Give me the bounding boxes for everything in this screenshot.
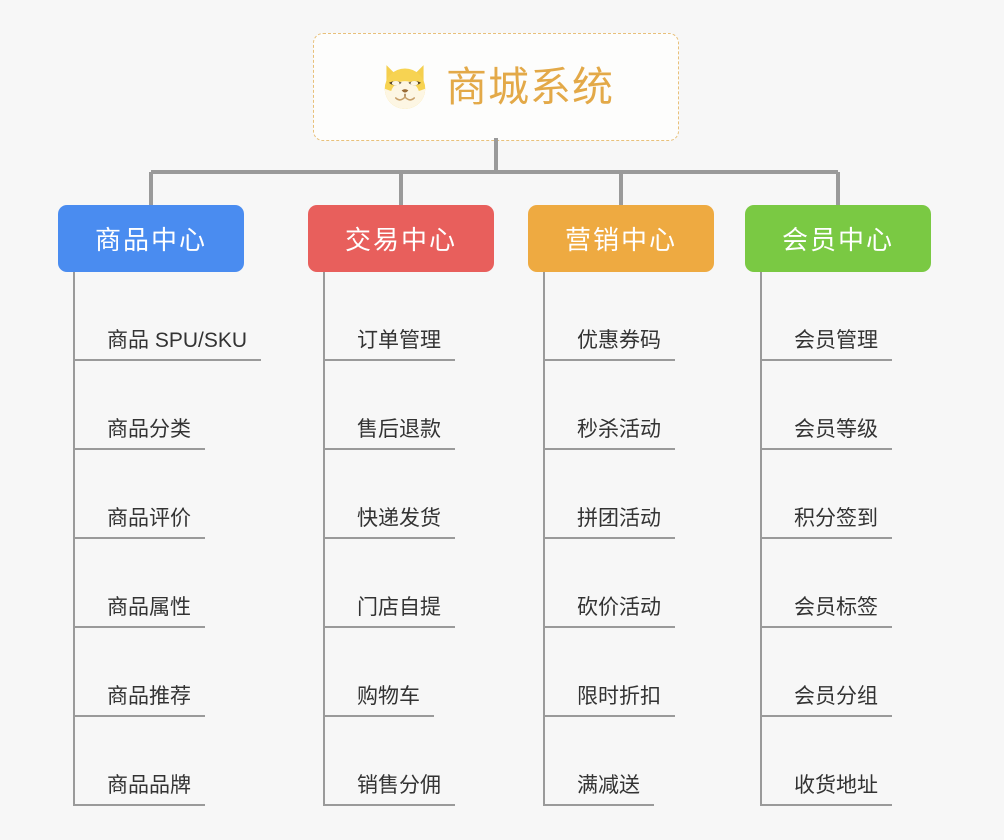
list-item[interactable]: 售后退款: [325, 361, 494, 450]
list-item[interactable]: 拼团活动: [545, 450, 714, 539]
leaf-label: 商品属性: [75, 595, 205, 628]
leaf-label: 购物车: [325, 684, 434, 717]
leaf-label: 商品 SPU/SKU: [75, 328, 262, 361]
list-item[interactable]: 会员标签: [762, 539, 931, 628]
leaf-label: 会员等级: [762, 417, 892, 450]
list-item[interactable]: 会员等级: [762, 361, 931, 450]
category-box-2[interactable]: 营销中心: [528, 205, 714, 272]
leaf-label: 积分签到: [762, 506, 892, 539]
leaf-label: 快递发货: [325, 506, 455, 539]
leaf-label: 优惠券码: [545, 328, 675, 361]
list-item[interactable]: 会员分组: [762, 628, 931, 717]
leaf-list-1: 订单管理 售后退款 快递发货 门店自提 购物车 销售分佣: [323, 272, 494, 806]
list-item[interactable]: 销售分佣: [325, 717, 494, 806]
list-item[interactable]: 商品品牌: [75, 717, 244, 806]
leaf-label: 会员分组: [762, 684, 892, 717]
category-column-1: 交易中心 订单管理 售后退款 快递发货 门店自提 购物车 销售分佣: [308, 205, 494, 806]
leaf-label: 商品推荐: [75, 684, 205, 717]
root-to-category-connector: [149, 138, 840, 208]
list-item[interactable]: 购物车: [325, 628, 494, 717]
list-item[interactable]: 积分签到: [762, 450, 931, 539]
shiba-dog-face-icon: [384, 65, 426, 109]
list-item[interactable]: 商品推荐: [75, 628, 244, 717]
list-item[interactable]: 快递发货: [325, 450, 494, 539]
leaf-label: 砍价活动: [545, 595, 675, 628]
leaf-list-3: 会员管理 会员等级 积分签到 会员标签 会员分组 收货地址: [760, 272, 931, 806]
list-item[interactable]: 会员管理: [762, 272, 931, 361]
list-item[interactable]: 商品评价: [75, 450, 244, 539]
list-item[interactable]: 限时折扣: [545, 628, 714, 717]
category-column-2: 营销中心 优惠券码 秒杀活动 拼团活动 砍价活动 限时折扣 满减送: [528, 205, 714, 806]
leaf-label: 拼团活动: [545, 506, 675, 539]
category-box-1[interactable]: 交易中心: [308, 205, 494, 272]
list-item[interactable]: 满减送: [545, 717, 714, 806]
leaf-label: 门店自提: [325, 595, 455, 628]
leaf-label: 秒杀活动: [545, 417, 675, 450]
list-item[interactable]: 优惠券码: [545, 272, 714, 361]
list-item[interactable]: 订单管理: [325, 272, 494, 361]
list-item[interactable]: 门店自提: [325, 539, 494, 628]
leaf-label: 销售分佣: [325, 773, 455, 806]
category-box-0[interactable]: 商品中心: [58, 205, 244, 272]
leaf-label: 会员标签: [762, 595, 892, 628]
list-item[interactable]: 秒杀活动: [545, 361, 714, 450]
leaf-label: 会员管理: [762, 328, 892, 361]
category-box-3[interactable]: 会员中心: [745, 205, 931, 272]
leaf-label: 收货地址: [762, 773, 892, 806]
leaf-label: 订单管理: [325, 328, 455, 361]
list-item[interactable]: 商品分类: [75, 361, 244, 450]
list-item[interactable]: 砍价活动: [545, 539, 714, 628]
leaf-list-2: 优惠券码 秒杀活动 拼团活动 砍价活动 限时折扣 满减送: [543, 272, 714, 806]
leaf-label: 满减送: [545, 773, 654, 806]
leaf-list-0: 商品 SPU/SKU 商品分类 商品评价 商品属性 商品推荐 商品品牌: [73, 272, 262, 806]
leaf-label: 限时折扣: [545, 684, 675, 717]
root-node[interactable]: 商城系统: [313, 33, 679, 141]
category-column-3: 会员中心 会员管理 会员等级 积分签到 会员标签 会员分组 收货地址: [745, 205, 931, 806]
leaf-label: 商品品牌: [75, 773, 205, 806]
leaf-label: 商品分类: [75, 417, 205, 450]
list-item[interactable]: 商品属性: [75, 539, 244, 628]
list-item[interactable]: 商品 SPU/SKU: [75, 272, 262, 361]
root-title: 商城系统: [446, 63, 614, 110]
list-item[interactable]: 收货地址: [762, 717, 931, 806]
leaf-label: 商品评价: [75, 506, 205, 539]
category-column-0: 商品中心 商品 SPU/SKU 商品分类 商品评价 商品属性 商品推荐 商品品牌: [58, 205, 262, 806]
leaf-label: 售后退款: [325, 417, 455, 450]
